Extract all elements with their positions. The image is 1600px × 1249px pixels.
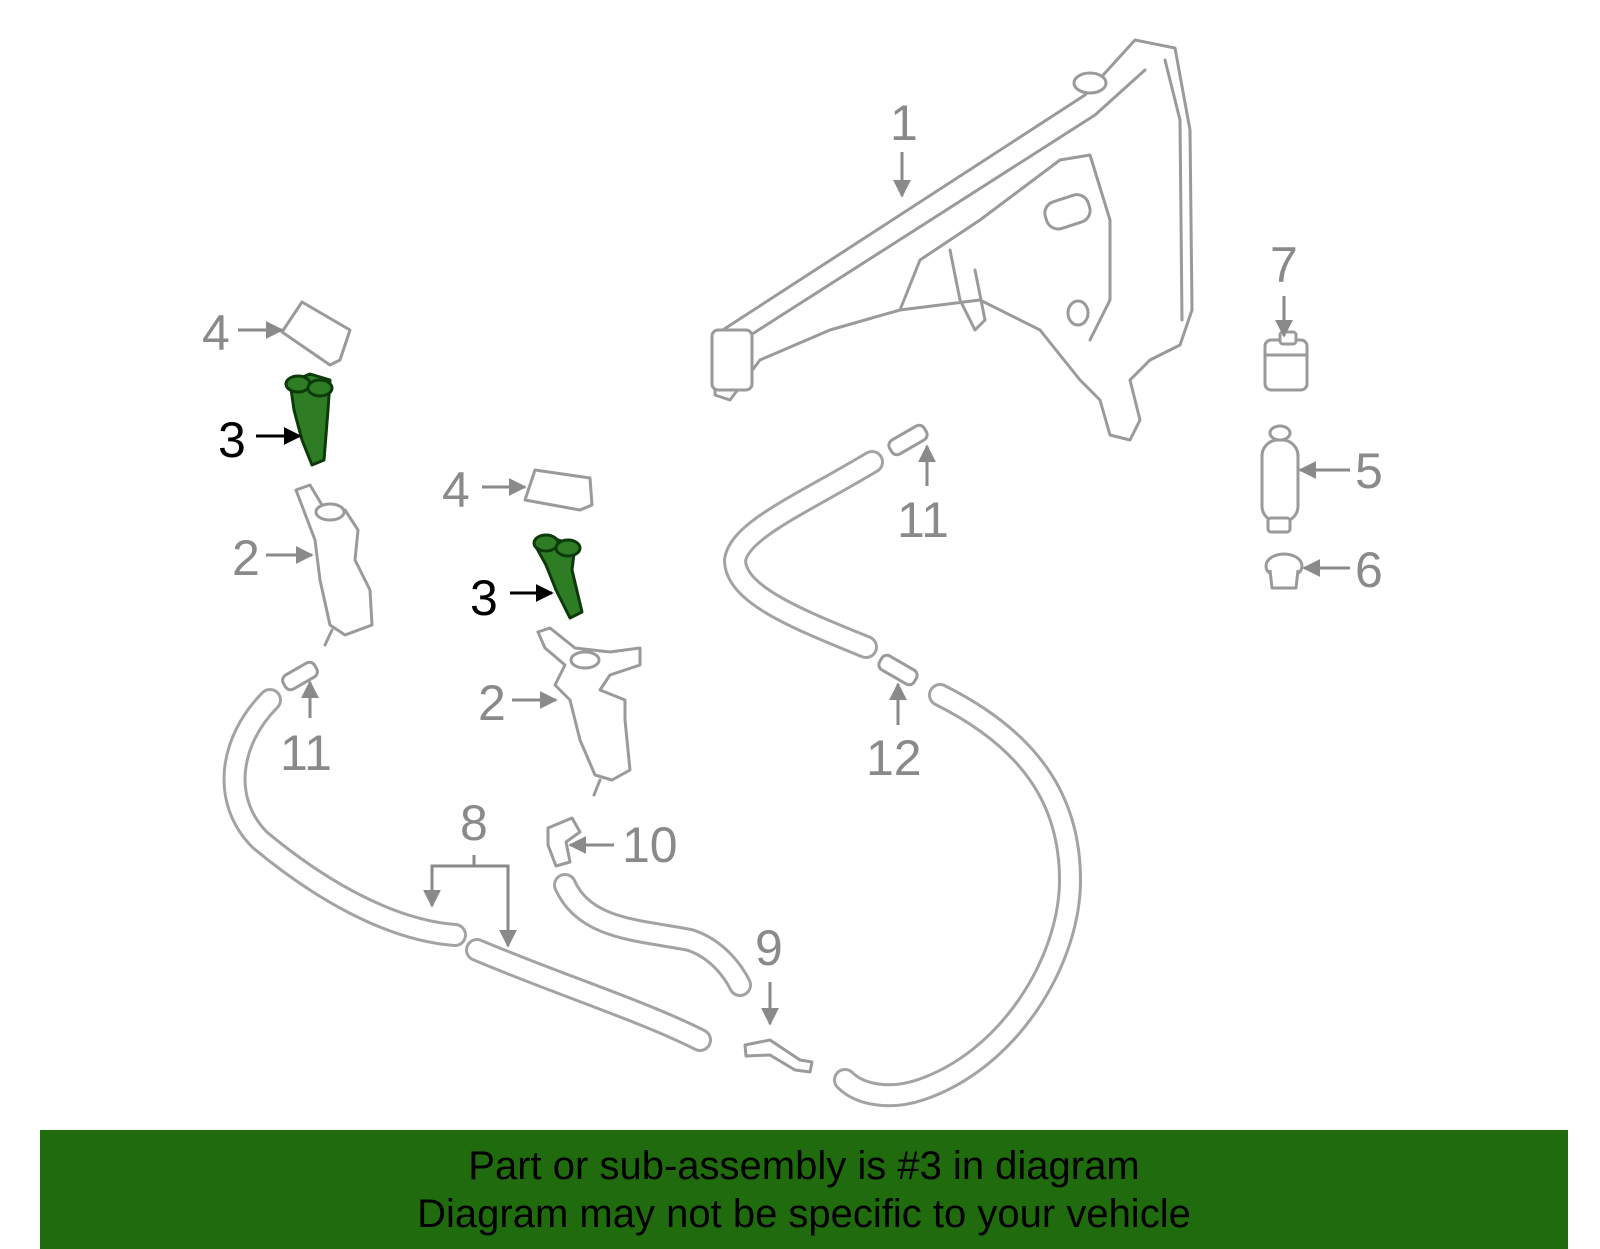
callout-7: 7	[1270, 237, 1298, 293]
parts-diagram: 1 7 5 6 4 4 3 3 2 2 11 11 12 8 10 9	[202, 38, 1383, 1108]
callout-4-right: 4	[442, 462, 470, 518]
info-banner: Part or sub-assembly is #3 in diagram Di…	[40, 1130, 1568, 1249]
banner-line-1: Part or sub-assembly is #3 in diagram	[468, 1143, 1140, 1188]
part-3-nozzle-right	[532, 533, 584, 620]
washer-reservoir	[710, 38, 1194, 442]
callout-1: 1	[890, 95, 918, 151]
part-12-coupler	[877, 653, 919, 687]
callout-11-left: 11	[280, 725, 332, 781]
callout-8: 8	[460, 795, 488, 851]
part-2-cylinder-right	[536, 626, 642, 797]
callout-5: 5	[1355, 443, 1383, 499]
part-10-elbow	[546, 816, 582, 868]
part-6-grommet	[1264, 552, 1304, 590]
part-4-cap-right	[523, 468, 594, 512]
hoses	[222, 450, 1082, 1108]
part-5-pump	[1260, 424, 1300, 534]
callout-9: 9	[755, 920, 783, 976]
callout-2-left: 2	[232, 530, 260, 586]
part-9-tee	[743, 1038, 814, 1074]
part-3-nozzle-left	[284, 372, 334, 467]
callout-11-right: 11	[897, 492, 949, 548]
banner-line-2: Diagram may not be specific to your vehi…	[417, 1191, 1191, 1236]
leader-arrows	[238, 152, 1350, 1026]
callout-6: 6	[1355, 542, 1383, 598]
part-4-cap-left	[280, 300, 352, 367]
callout-3-right: 3	[470, 570, 498, 626]
callout-10: 10	[622, 817, 678, 873]
part-7-connector	[1263, 330, 1309, 392]
part-11-coupler-left	[281, 660, 319, 692]
callout-4-left: 4	[202, 305, 230, 361]
part-2-cylinder-left	[294, 483, 374, 647]
callout-labels: 1 7 5 6 4 4 3 3 2 2 11 11 12 8 10 9	[202, 95, 1383, 976]
callout-12: 12	[866, 730, 922, 786]
callout-3-left: 3	[218, 412, 246, 468]
part-11-coupler-right	[887, 423, 929, 457]
callout-2-right: 2	[478, 675, 506, 731]
